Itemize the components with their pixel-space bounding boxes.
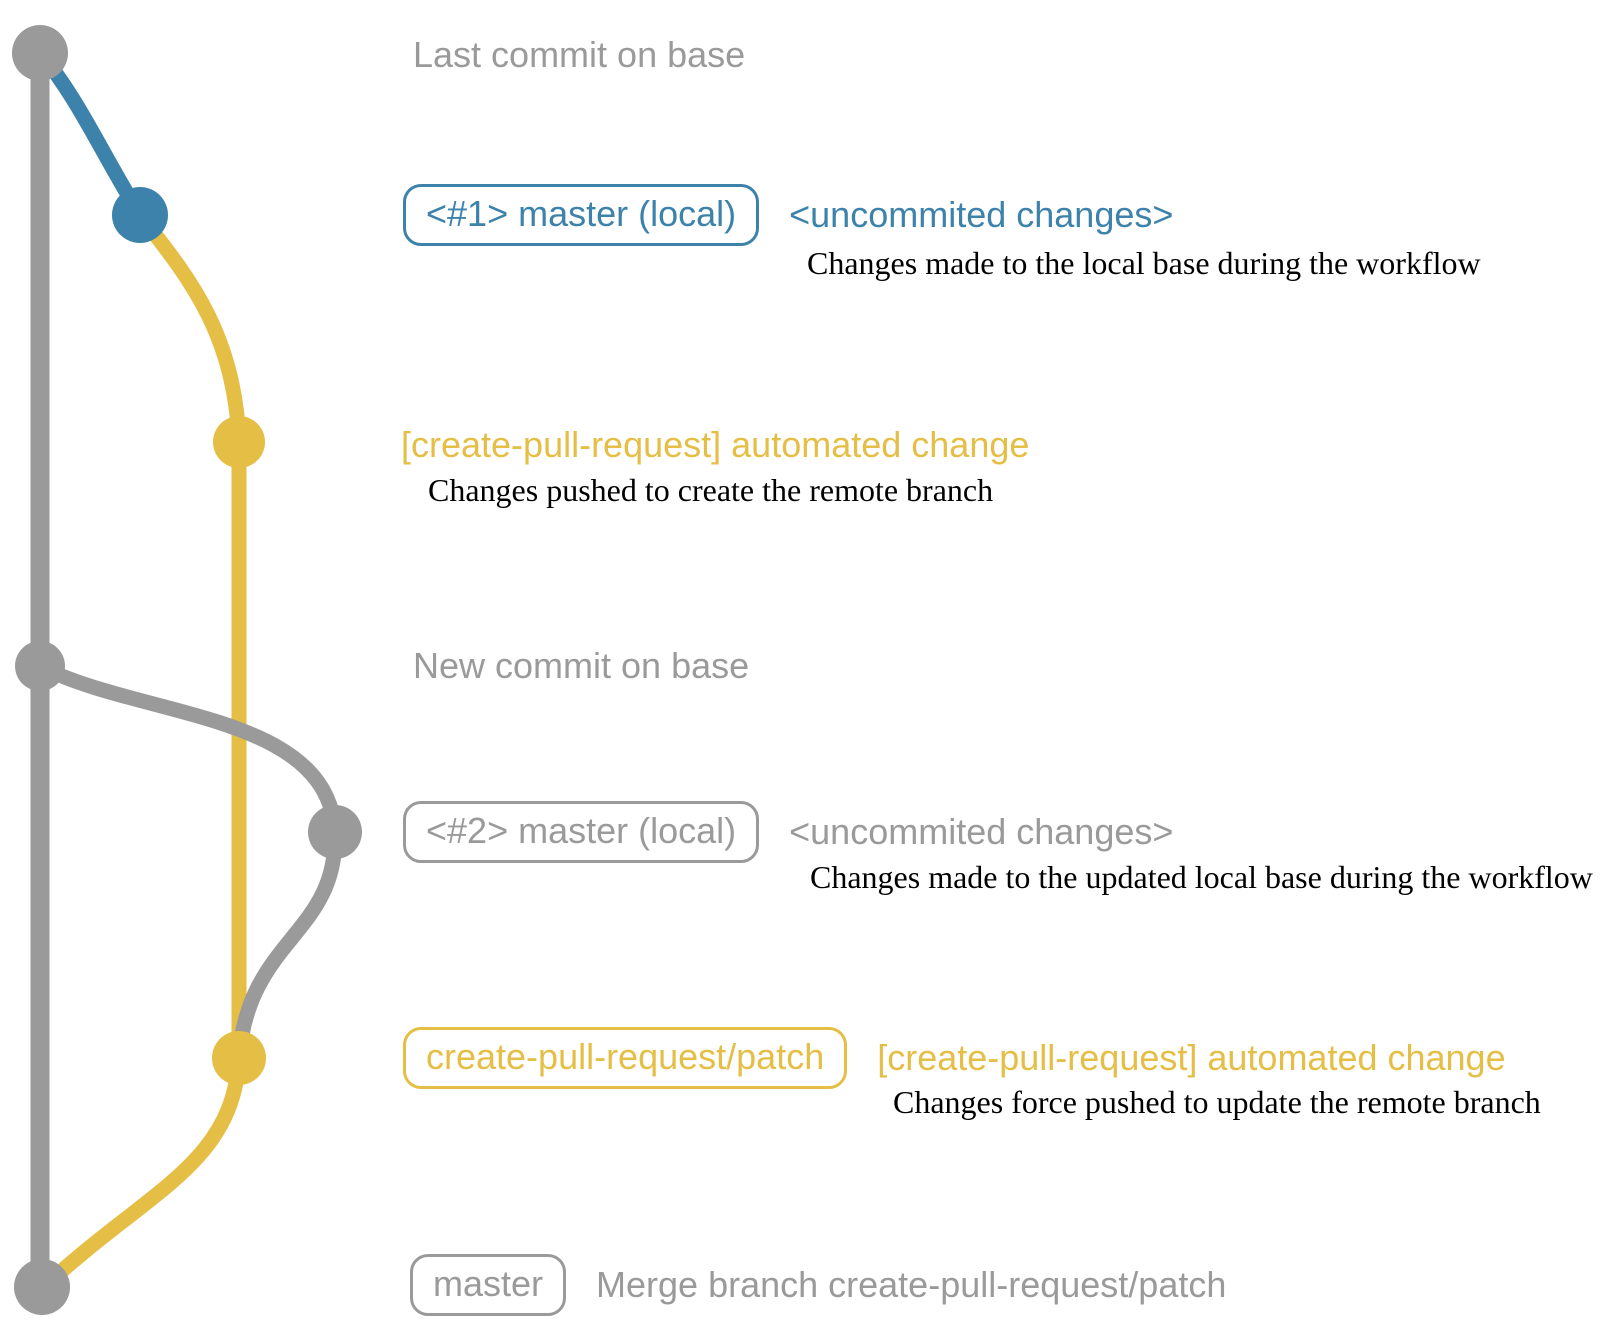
caption-new-commit-on-base: New commit on base: [413, 635, 749, 697]
caption-text: Last commit on base: [413, 34, 746, 75]
commit-row-automated-change-1: [create-pull-request] automated change: [401, 414, 1029, 476]
branch-badge-create-pull-request-patch: create-pull-request/patch: [403, 1026, 848, 1090]
commit-message-merge: Merge branch create-pull-request/patch: [596, 1264, 1227, 1305]
commit-dot-automated-change-1: [213, 416, 265, 468]
commit-row-automated-change-2: create-pull-request/patch [create-pull-r…: [403, 1026, 1506, 1090]
commit-dot-automated-change-2: [212, 1031, 266, 1085]
commit-message-automated-change-2: [create-pull-request] automated change: [877, 1037, 1506, 1078]
commit-annotation-uncommitted-1: Changes made to the local base during th…: [807, 245, 1481, 281]
commit-message-uncommitted-2: <uncommited changes>: [789, 811, 1174, 852]
branch-line-master-local-1: [32, 45, 148, 223]
commit-row-master-local-2: <#2> master (local) <uncommited changes>: [403, 800, 1174, 864]
commit-message-uncommitted-1: <uncommited changes>: [789, 194, 1174, 235]
commit-row-merge: master Merge branch create-pull-request/…: [410, 1253, 1227, 1317]
commit-dot-uncommitted-1: [112, 187, 168, 243]
commit-annotation-uncommitted-2: Changes made to the updated local base d…: [810, 859, 1593, 895]
commit-row-master-local-1: <#1> master (local) <uncommited changes>: [403, 183, 1174, 247]
commit-dot-last-commit-on-base: [12, 25, 68, 81]
commit-dot-merge: [14, 1259, 70, 1315]
branch-line-master-local-2-merge: [231, 824, 343, 1066]
branch-badge-master: master: [410, 1253, 567, 1317]
commit-annotation-automated-change-2: Changes force pushed to update the remot…: [893, 1084, 1541, 1120]
branch-line-master-local-2-out: [32, 658, 343, 840]
commit-dot-uncommitted-2: [308, 805, 362, 859]
commit-annotation-automated-change-1: Changes pushed to create the remote bran…: [428, 472, 994, 508]
branch-badge-master-local-1: <#1> master (local): [403, 183, 760, 247]
commit-dot-new-commit-on-base: [15, 641, 65, 691]
branch-badge-master-local-2: <#2> master (local): [403, 800, 760, 864]
caption-last-commit-on-base: Last commit on base: [413, 24, 745, 86]
commit-message-automated-change-1: [create-pull-request] automated change: [401, 424, 1030, 465]
caption-text: New commit on base: [413, 645, 750, 686]
branch-line-create-pull-request-patch: [36, 207, 247, 1295]
